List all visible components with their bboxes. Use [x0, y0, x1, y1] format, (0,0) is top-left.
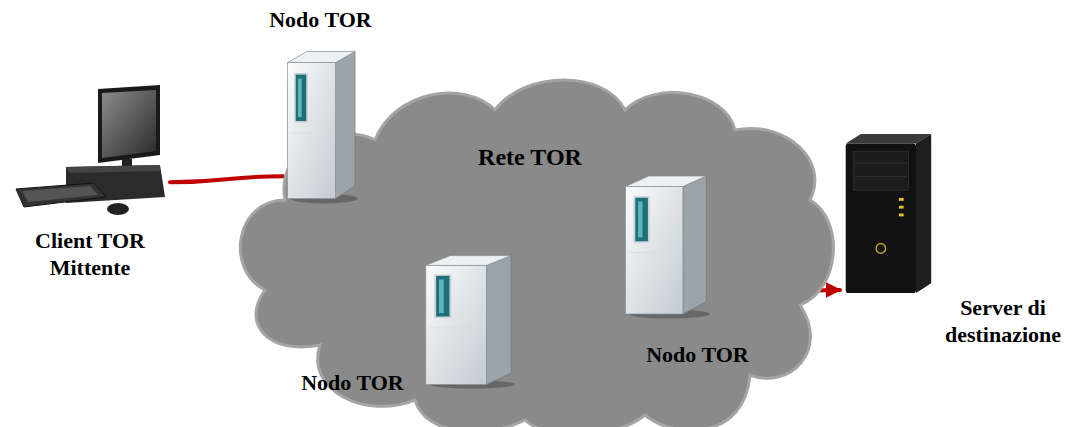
- node-label: Nodo TOR: [270, 370, 435, 397]
- icon-part: [288, 51, 356, 62]
- icon-part: [426, 265, 487, 384]
- icon-part: [430, 327, 483, 328]
- node-label: Nodo TOR: [238, 7, 403, 34]
- icon-part: [426, 256, 512, 266]
- node-label: Rete TOR: [430, 143, 630, 172]
- icon-part: [899, 213, 904, 216]
- computer-icon: [10, 85, 170, 220]
- node-label: Nodo TOR: [615, 342, 780, 369]
- server-icon: [620, 170, 710, 320]
- icon-part: [916, 134, 931, 293]
- icon-part: [634, 197, 648, 242]
- server-icon: [420, 250, 515, 390]
- icon-part: [846, 144, 916, 293]
- tor-connection: [170, 176, 283, 182]
- node-label: Server di destinazione: [932, 295, 1074, 349]
- icon-part: [855, 176, 906, 177]
- icon-part: [435, 275, 450, 317]
- icon-part: [288, 63, 336, 199]
- icon-part: [625, 187, 683, 315]
- network-cloud-node: Rete TORNodo TORNodo TORNodo TOR: [225, 40, 835, 427]
- tor-node: Nodo TOR: [620, 170, 710, 320]
- icon-part: [625, 176, 706, 187]
- icon-part: [291, 133, 333, 134]
- icon-part: [22, 186, 98, 202]
- icon-part: [683, 176, 706, 314]
- icon-part: [629, 252, 679, 253]
- icon-part: [295, 74, 307, 122]
- icon-part: [439, 279, 444, 313]
- node-label: Client TOR Mittente: [5, 228, 175, 282]
- server-icon: [283, 45, 358, 205]
- icon-part: [336, 51, 356, 198]
- icon-part: [487, 256, 512, 385]
- icon-part: [899, 206, 904, 209]
- icon-part: [98, 85, 160, 163]
- tor-node: Nodo TOR: [283, 45, 358, 205]
- icon-part: [102, 90, 156, 158]
- destination-server-icon: [840, 130, 935, 295]
- icon-part: [638, 202, 643, 238]
- icon-part: [855, 163, 906, 164]
- destination-node: Server di destinazione: [840, 130, 935, 295]
- icon-part: [298, 79, 302, 117]
- icon-part: [66, 165, 160, 173]
- icon-part: [16, 183, 106, 207]
- icon-part: [899, 198, 904, 201]
- icon-part: [876, 244, 886, 254]
- icon-part: [107, 203, 129, 215]
- client-node: Client TOR Mittente: [10, 85, 170, 220]
- icon-part: [853, 151, 908, 190]
- tor-node: Nodo TOR: [420, 250, 515, 390]
